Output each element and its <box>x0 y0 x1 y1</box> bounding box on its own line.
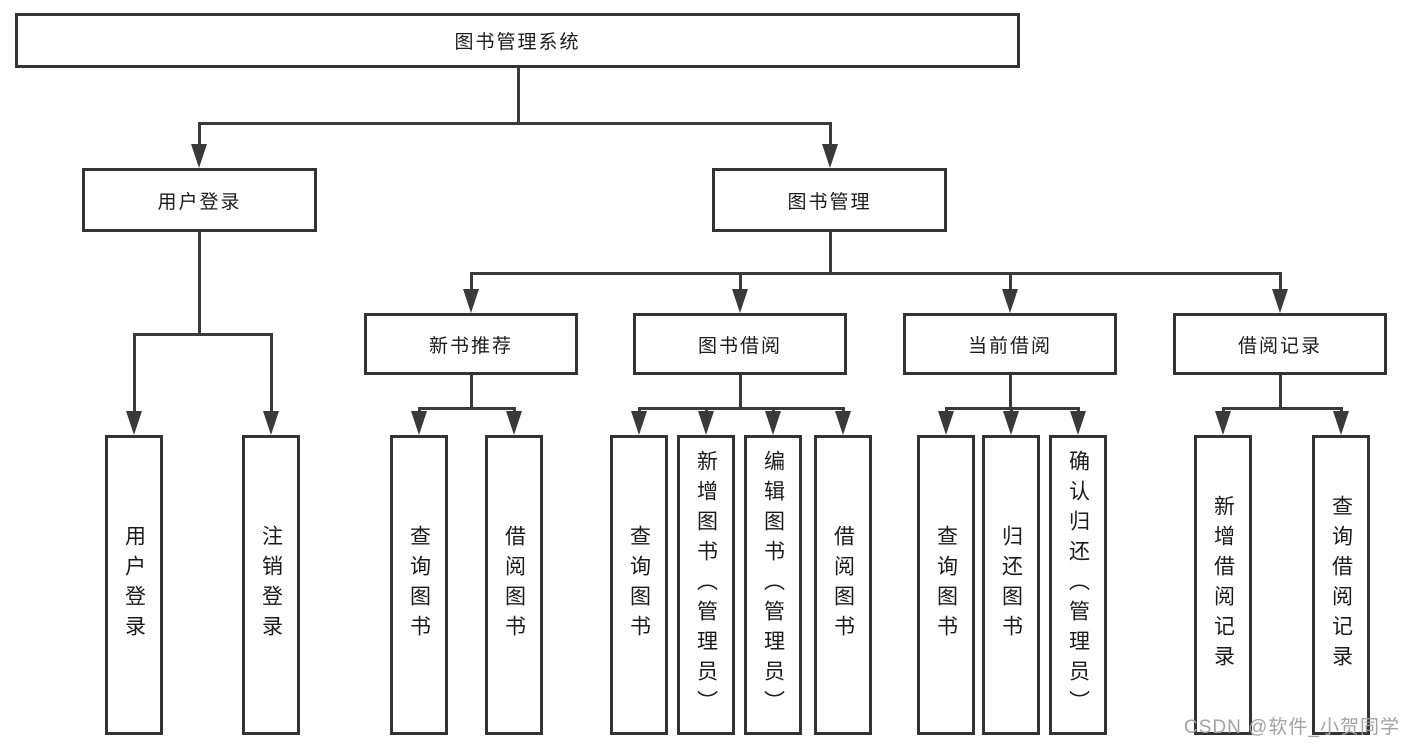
watermark-text: CSDN @软件_小贺同学 <box>1184 717 1400 738</box>
node-new-books: 新书推荐 <box>364 313 578 375</box>
connector-user-login-hline <box>133 333 273 336</box>
arrow-down-icon <box>463 289 479 313</box>
connector-user-login-stem <box>198 232 201 336</box>
connector-book-mgmt-stem <box>829 232 832 275</box>
arrow-down-icon <box>506 411 522 435</box>
arrow-down-icon <box>191 144 207 168</box>
arrow-down-icon <box>1070 411 1086 435</box>
node-root: 图书管理系统 <box>15 13 1020 68</box>
connector-book-mgmt-hline <box>470 272 1282 275</box>
arrow-down-icon <box>1215 411 1231 435</box>
leaf-borrowing-borrow-books: 借阅图书 <box>814 435 872 735</box>
arrow-down-icon <box>411 411 427 435</box>
connector-arrow-stem <box>270 333 273 413</box>
leaf-newbooks-borrow-books: 借阅图书 <box>485 435 543 735</box>
connector-arrow-stem <box>198 122 201 146</box>
connector-root-hline <box>198 122 831 125</box>
arrow-down-icon <box>263 411 279 435</box>
connector-records-hline <box>1222 407 1343 410</box>
arrow-down-icon <box>1333 411 1349 435</box>
node-current-borrow: 当前借阅 <box>903 313 1117 375</box>
node-book-mgmt: 图书管理 <box>712 168 947 232</box>
leaf-current-confirm-return-admin: 确认归还（管理员） <box>1049 435 1107 735</box>
arrow-down-icon <box>938 411 954 435</box>
connector-new-books-hline <box>418 407 516 410</box>
leaf-logout-login: 注销登录 <box>242 435 300 735</box>
connector-arrow-stem <box>829 122 832 146</box>
arrow-down-icon <box>835 411 851 435</box>
node-borrow-records: 借阅记录 <box>1173 313 1387 375</box>
leaf-borrowing-query-books: 查询图书 <box>610 435 668 735</box>
connector-current-stem <box>1009 375 1012 410</box>
connector-root-stem <box>517 68 520 125</box>
arrow-down-icon <box>822 144 838 168</box>
connector-arrow-stem <box>1279 272 1282 291</box>
arrow-down-icon <box>765 411 781 435</box>
leaf-borrowing-edit-books-admin: 编辑图书（管理员） <box>744 435 802 735</box>
leaf-current-return-books: 归还图书 <box>982 435 1040 735</box>
leaf-records-query-record: 查询借阅记录 <box>1312 435 1370 735</box>
arrow-down-icon <box>631 411 647 435</box>
connector-arrow-stem <box>739 272 742 291</box>
arrow-down-icon <box>1272 289 1288 313</box>
arrow-down-icon <box>126 411 142 435</box>
arrow-down-icon <box>732 289 748 313</box>
node-book-borrow: 图书借阅 <box>633 313 847 375</box>
leaf-current-query-books: 查询图书 <box>917 435 975 735</box>
connector-arrow-stem <box>470 272 473 291</box>
arrow-down-icon <box>1002 289 1018 313</box>
leaf-borrowing-add-books-admin: 新增图书（管理员） <box>677 435 735 735</box>
connector-arrow-stem <box>133 333 136 413</box>
node-user-login: 用户登录 <box>82 168 317 232</box>
connector-borrowing-hline <box>638 407 845 410</box>
connector-records-stem <box>1279 375 1282 410</box>
leaf-records-add-record: 新增借阅记录 <box>1194 435 1252 735</box>
connector-borrowing-stem <box>739 375 742 410</box>
leaf-newbooks-query-books: 查询图书 <box>390 435 448 735</box>
connector-arrow-stem <box>1009 272 1012 291</box>
connector-new-books-stem <box>470 375 473 410</box>
leaf-user-login: 用户登录 <box>105 435 163 735</box>
arrow-down-icon <box>698 411 714 435</box>
arrow-down-icon <box>1003 411 1019 435</box>
